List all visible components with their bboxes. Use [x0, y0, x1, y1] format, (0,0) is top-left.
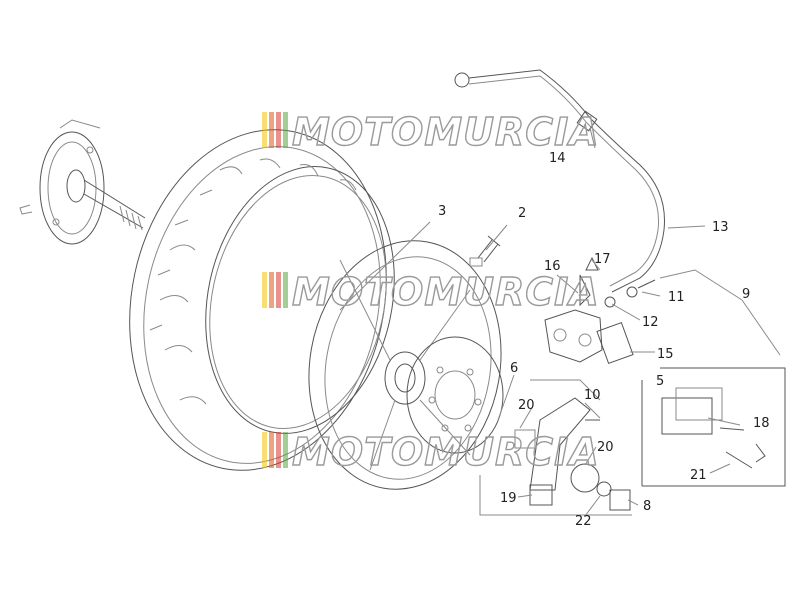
pad-kit-box: [641, 367, 786, 487]
watermark-stripe: [262, 432, 267, 468]
watermark-stripe: [276, 432, 281, 468]
caliper-bracket: [514, 397, 631, 511]
watermark-stripe: [262, 112, 267, 148]
part-label-6: 6: [510, 361, 518, 376]
part-label-20-upper: 20: [518, 398, 535, 413]
part-label-8: 8: [643, 499, 651, 514]
part-label-3: 3: [438, 204, 446, 219]
part-labels: 2 3 5 6 8 9 10 11 12 13 14 15 16 17 18 1…: [438, 151, 770, 529]
part-label-10: 10: [584, 388, 601, 403]
watermark-stripe: [269, 112, 274, 148]
part-label-19: 19: [500, 491, 517, 506]
watermark-stripe: [276, 112, 281, 148]
part-label-21: 21: [690, 468, 707, 483]
watermark-text: MOTOMURCIA: [292, 430, 600, 474]
part-label-22: 22: [575, 514, 592, 529]
valve-stem: [469, 235, 501, 267]
watermark-text: MOTOMURCIA: [292, 110, 600, 154]
part-label-12: 12: [642, 315, 659, 330]
watermark-stripe: [262, 272, 267, 308]
watermark-stripe: [269, 272, 274, 308]
watermark-bottom: MOTOMURCIA: [262, 429, 600, 475]
part-label-13: 13: [712, 220, 729, 235]
watermark-stripe: [283, 272, 288, 308]
watermark-stripe: [269, 432, 274, 468]
part-label-9: 9: [742, 287, 750, 302]
part-label-2: 2: [518, 206, 526, 221]
part-label-14: 14: [549, 151, 566, 166]
part-label-16: 16: [544, 259, 561, 274]
wheel-rim: [308, 240, 502, 490]
part-label-11: 11: [668, 290, 685, 305]
watermark-stripe: [283, 112, 288, 148]
part-label-20-lower: 20: [597, 440, 614, 455]
watermark-stripe: [283, 432, 288, 468]
brake-hose: [454, 69, 665, 293]
wheel-axle: [19, 119, 146, 245]
watermark-stripe: [276, 272, 281, 308]
part-label-5: 5: [656, 374, 664, 389]
watermark-text: MOTOMURCIA: [292, 270, 600, 314]
part-label-17: 17: [594, 252, 611, 267]
leader-lines: [339, 127, 781, 517]
watermark-middle: MOTOMURCIA: [262, 269, 600, 315]
watermark-top: MOTOMURCIA: [262, 109, 600, 155]
part-label-18: 18: [753, 416, 770, 431]
part-label-15: 15: [657, 347, 674, 362]
brake-disc: [406, 336, 504, 454]
